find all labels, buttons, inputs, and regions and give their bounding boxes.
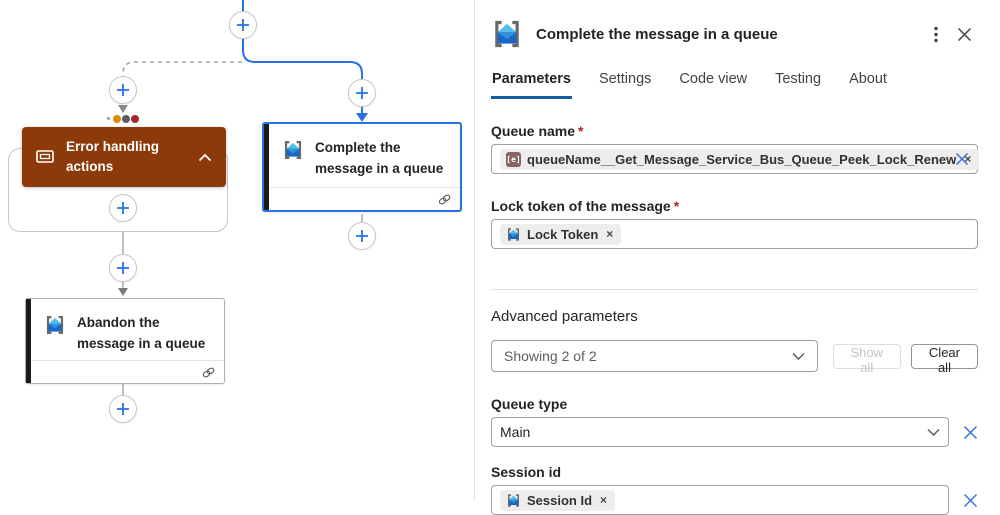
queue-name-input[interactable]: [e] queueName__Get_Message_Service_Bus_Q… [491, 144, 980, 174]
plus-icon [116, 83, 130, 97]
lock-token-label: Lock token of the message* [491, 198, 680, 214]
add-action-button-top[interactable] [229, 11, 257, 39]
close-icon [957, 27, 971, 41]
status-dot-timedout [122, 114, 130, 123]
required-asterisk: * [673, 198, 680, 214]
queue-type-row: Main [491, 417, 978, 447]
add-action-button-after-abandon[interactable] [109, 395, 137, 423]
required-asterisk: * [578, 123, 584, 139]
tab-settings[interactable]: Settings [598, 71, 652, 99]
plus-icon [236, 18, 250, 32]
clear-all-button[interactable]: Clear all [910, 343, 978, 375]
workflow-canvas: Error handling actions Complete the mess… [0, 0, 474, 500]
clear-x-icon [963, 493, 978, 507]
add-action-button-after-complete[interactable] [348, 222, 376, 250]
token-dismiss-icon[interactable]: × [606, 227, 614, 241]
scope-node-title: Error handling actions [66, 139, 160, 174]
plus-icon [355, 229, 369, 243]
add-action-button-after-scope[interactable] [109, 254, 137, 282]
panel-header: Complete the message in a queue [491, 18, 978, 50]
scope-icon [36, 150, 54, 163]
token-text: Lock Token [527, 226, 599, 242]
complete-message-node[interactable]: Complete the message in a queue [262, 122, 462, 212]
parameter-token-icon: [e] [506, 151, 521, 167]
clear-queue-name-button[interactable] [955, 152, 969, 166]
service-bus-icon [284, 141, 302, 159]
remove-session-id-button[interactable] [963, 493, 978, 508]
abandon-message-node[interactable]: Abandon the message in a queue [25, 298, 225, 384]
add-action-button-left-branch[interactable] [109, 76, 137, 104]
service-bus-icon [508, 227, 519, 241]
add-action-button-inside-scope[interactable] [109, 194, 137, 222]
close-panel-button[interactable] [950, 20, 978, 48]
advanced-parameters-heading: Advanced parameters [491, 308, 638, 325]
more-options-button[interactable] [922, 20, 950, 48]
service-bus-icon [495, 20, 519, 48]
connection-link-icon [201, 365, 216, 379]
connection-link-icon [437, 192, 452, 206]
panel-tabs: Parameters Settings Code view Testing Ab… [491, 71, 978, 99]
error-scope-node[interactable]: Error handling actions [22, 127, 226, 187]
service-bus-icon [508, 493, 519, 507]
node-accent-bar [26, 299, 31, 383]
plus-icon [116, 402, 130, 416]
session-id-label: Session id [491, 464, 562, 480]
advanced-parameters-row: Showing 2 of 2 Show all Clear all [491, 340, 978, 375]
lock-token-input[interactable]: Lock Token × [491, 219, 978, 249]
chevron-up-icon [198, 153, 212, 161]
action-details-panel: Complete the message in a queue Paramete… [474, 0, 1000, 515]
tab-code-view[interactable]: Code view [678, 71, 748, 99]
token-dismiss-icon[interactable]: × [600, 493, 608, 507]
node-title: Abandon the message in a queue [77, 315, 206, 351]
session-id-input[interactable]: Session Id × [491, 485, 949, 515]
queue-type-label: Queue type [491, 396, 568, 412]
node-footer [31, 360, 224, 383]
tab-about[interactable]: About [848, 71, 888, 99]
service-bus-icon [46, 316, 64, 334]
node-footer [269, 187, 460, 210]
status-dot-skipped [113, 114, 121, 123]
panel-title: Complete the message in a queue [536, 25, 778, 43]
tab-parameters[interactable]: Parameters [491, 71, 572, 99]
queue-name-token-pill[interactable]: [e] queueName__Get_Message_Service_Bus_Q… [500, 148, 980, 170]
queue-name-label: Queue name* [491, 123, 584, 139]
advanced-parameters-dropdown[interactable]: Showing 2 of 2 [491, 340, 818, 372]
remove-queue-type-button[interactable] [963, 425, 978, 440]
queue-type-dropdown[interactable]: Main [491, 417, 949, 447]
dropdown-value: Main [500, 424, 531, 440]
token-dismiss-icon[interactable]: × [964, 152, 972, 166]
token-text: Session Id [527, 492, 593, 508]
collapse-scope-button[interactable] [196, 151, 214, 164]
chevron-down-icon [791, 352, 805, 360]
section-divider [491, 289, 978, 290]
dropdown-value: Showing 2 of 2 [504, 348, 597, 364]
clear-x-icon [955, 152, 969, 166]
session-id-row: Session Id × [491, 485, 978, 515]
run-after-status-dots [107, 114, 139, 123]
connector-wires [118, 0, 368, 396]
plus-icon [116, 201, 130, 215]
plus-icon [355, 86, 369, 100]
node-accent-bar [264, 124, 269, 210]
tab-testing[interactable]: Testing [774, 71, 822, 99]
session-id-token-pill[interactable]: Session Id × [500, 489, 616, 511]
show-all-button[interactable]: Show all [832, 343, 901, 375]
add-action-button-right-branch[interactable] [348, 79, 376, 107]
kebab-menu-icon [934, 26, 938, 42]
status-dot-failed [131, 114, 139, 123]
clear-x-icon [963, 425, 978, 439]
lock-token-pill[interactable]: Lock Token × [500, 223, 622, 245]
plus-icon [116, 261, 130, 275]
chevron-down-icon [927, 428, 940, 436]
node-title: Complete the message in a queue [315, 140, 444, 176]
token-text: queueName__Get_Message_Service_Bus_Queue… [527, 151, 957, 167]
status-dot-small [107, 117, 110, 120]
